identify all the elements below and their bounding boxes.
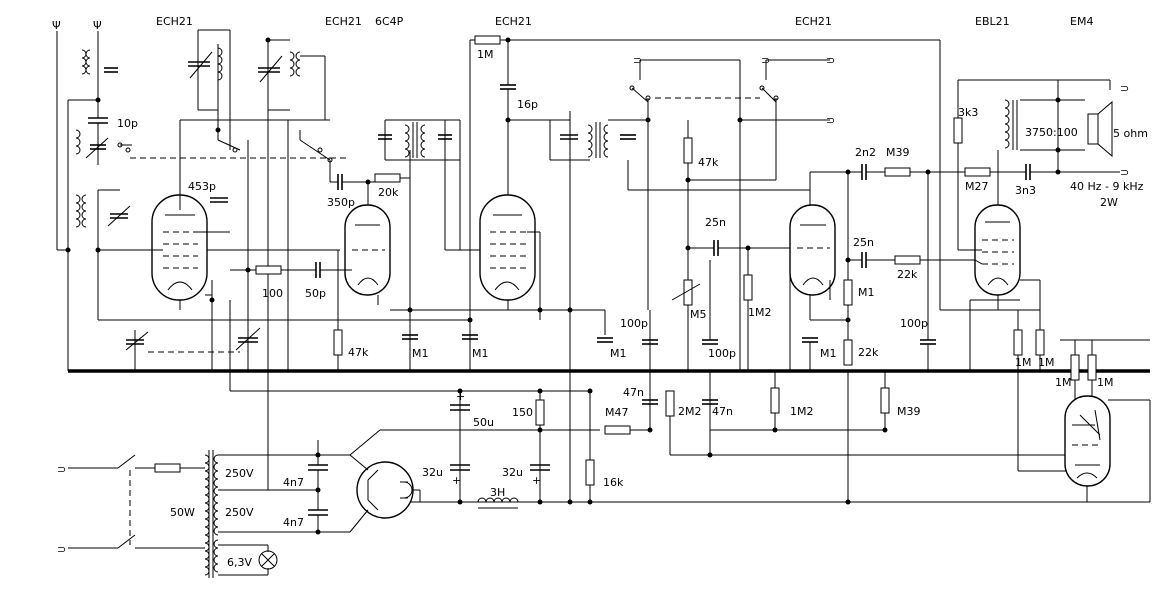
label-r-M47: M47: [605, 406, 629, 419]
label-c-47n-a: 47n: [623, 386, 644, 399]
if-transformer-2: [549, 119, 810, 191]
label-speaker: 5 ohm: [1113, 127, 1148, 140]
label-r-22k-b: 22k: [858, 346, 879, 359]
label-c-M1-c: M1: [610, 347, 627, 360]
tube-v5: ECH21 M1: [789, 15, 862, 371]
label-c-350p: 350p: [327, 196, 355, 209]
tuning-indicator: EM4 1M 1M 1M 1M: [1013, 15, 1150, 502]
label-c-50p: 50p: [305, 287, 326, 300]
label-c-25n-a: 25n: [705, 216, 726, 229]
output-coupling: 2n2 M39 M1 22k 25n 22k 100p: [843, 40, 1040, 371]
svg-text:Ψ: Ψ: [93, 19, 102, 32]
svg-text:⊃: ⊃: [826, 114, 835, 127]
tube-label-v4: ECH21: [495, 15, 532, 28]
svg-text:+: +: [456, 390, 465, 403]
label-freq: 40 Hz - 9 kHz: [1070, 180, 1144, 193]
label-r-1M-d: 1M: [1097, 376, 1114, 389]
supply-rails: [229, 111, 1151, 503]
label-v-250-b: 250V: [225, 506, 254, 519]
output-transformer: 3750:100 ⊃ ⊃ 5 ohm M27 3n3 40 Hz - 9 kHz…: [958, 79, 1148, 209]
label-c-4n7-a: 4n7: [283, 476, 304, 489]
label-c-M1-d: M1: [820, 347, 837, 360]
power-supply: ⊃ ⊃ 50W 250V 250V 6,3V: [57, 371, 421, 578]
svg-text:⊃: ⊃: [1120, 166, 1129, 179]
svg-text:⊃: ⊃: [633, 54, 642, 67]
label-r-3k3: 3k3: [958, 106, 978, 119]
if-transformer-1: [378, 119, 480, 251]
label-c-4n7-b: 4n7: [283, 516, 304, 529]
label-c-3n3: 3n3: [1015, 184, 1036, 197]
antenna-input: Ψ Ψ 10p: [52, 19, 470, 371]
label-r-1M-b: 1M: [1038, 356, 1055, 369]
detector-stage: 47k 25n M5 100p 100p M1 1M2: [597, 120, 790, 371]
tube-v6: EBL21 3k3: [953, 15, 1050, 371]
oscillator-coils: [130, 29, 350, 371]
label-pwr-50W: 50W: [170, 506, 195, 519]
label-v-250-a: 250V: [225, 467, 254, 480]
label-transformer: 3750:100: [1025, 126, 1078, 139]
label-c-100p-a: 100p: [620, 317, 648, 330]
tube-label-v5: ECH21: [795, 15, 832, 28]
label-r-1M2-a: 1M2: [748, 306, 772, 319]
label-power: 2W: [1100, 196, 1118, 209]
svg-text:⊃: ⊃: [57, 463, 66, 476]
label-r-M1-e: M1: [858, 286, 875, 299]
label-c-50u: 50u: [473, 416, 494, 429]
label-r-100: 100: [262, 287, 283, 300]
label-r-1M2-b: 1M2: [790, 405, 814, 418]
label-c-M1-b: M1: [472, 347, 489, 360]
svg-text:+: +: [452, 474, 461, 487]
label-c-32u-b: 32u: [502, 466, 523, 479]
svg-text:+: +: [532, 474, 541, 487]
label-r-47k-b: 47k: [348, 346, 369, 359]
tube-label-v2: ECH21: [325, 15, 362, 28]
label-r-22k-a: 22k: [897, 268, 918, 281]
tube-label-v3: 6C4P: [375, 15, 404, 28]
label-pot-M5: M5: [690, 308, 707, 321]
tube-v3: ECH21 6C4P 350p 20k M1: [325, 15, 605, 371]
label-r-16k: 16k: [603, 476, 624, 489]
label-c-100p-b: 100p: [708, 347, 736, 360]
svg-text:⊃: ⊃: [1120, 82, 1129, 95]
svg-text:Ψ: Ψ: [52, 19, 61, 32]
tube-label-v6: EBL21: [975, 15, 1010, 28]
label-c-16p: 16p: [517, 98, 538, 111]
label-r-M39-a: M39: [886, 146, 910, 159]
label-choke: 3H: [490, 486, 505, 499]
label-c-100p-c: 100p: [900, 317, 928, 330]
label-c-25n-b: 25n: [853, 236, 874, 249]
label-r-2M2: 2M2: [678, 405, 702, 418]
svg-text:⊃: ⊃: [57, 543, 66, 556]
label-v-63: 6,3V: [227, 556, 252, 569]
label-c-M1-a: M1: [412, 347, 429, 360]
label-c-32u-a: 32u: [422, 466, 443, 479]
label-r-M27: M27: [965, 180, 989, 193]
label-c-2n2: 2n2: [855, 146, 876, 159]
label-r-47k-a: 47k: [698, 156, 719, 169]
label-r-1M-c: 1M: [1055, 376, 1072, 389]
label-r-1M-top: 1M: [477, 48, 494, 61]
tube-label-v7: EM4: [1070, 15, 1093, 28]
switch-top: ⊃ ⊃ ⊃ ⊃: [629, 54, 835, 371]
label-c-47n-b: 47n: [712, 405, 733, 418]
label-r-1M-a: 1M: [1015, 356, 1032, 369]
tube-v4: ECH21 1M 16p M1: [462, 15, 940, 371]
tube-label-v1: ECH21: [156, 15, 193, 28]
svg-text:⊃: ⊃: [761, 54, 770, 67]
label-c-10p: 10p: [117, 117, 138, 130]
osc-feedback: 100 50p 47k: [230, 250, 369, 371]
label-c-453p: 453p: [188, 180, 216, 193]
tube-v1: ECH21 453p: [130, 15, 340, 371]
lower-filters: 47n 2M2 47n 1M2 M39 M47 150 + 50u + 32u …: [422, 371, 921, 509]
label-r-M39-b: M39: [897, 405, 921, 418]
svg-text:⊃: ⊃: [826, 54, 835, 67]
label-r-20k: 20k: [378, 186, 399, 199]
label-r-150: 150: [512, 406, 533, 419]
